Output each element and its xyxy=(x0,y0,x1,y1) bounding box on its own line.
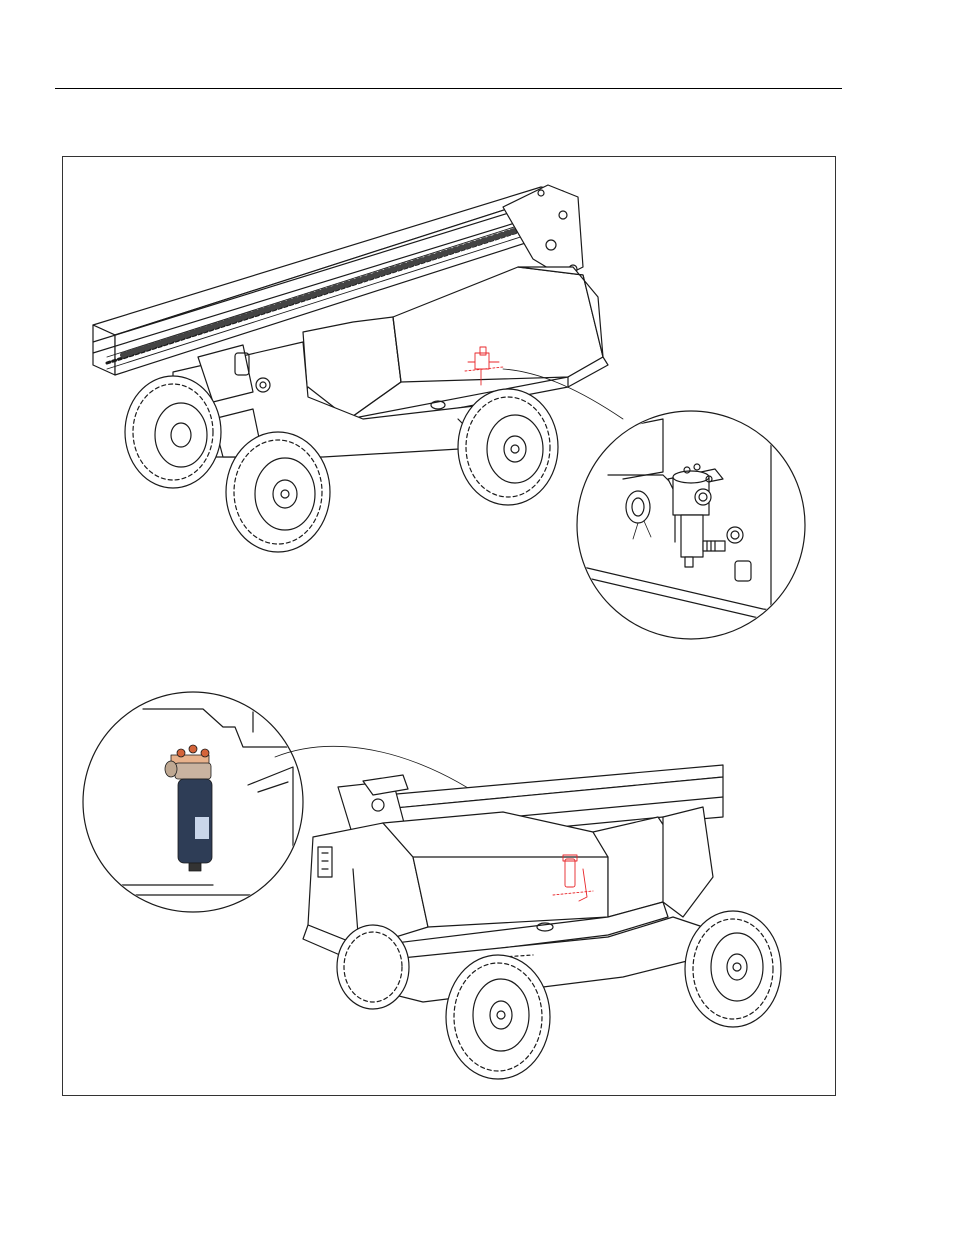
lower-wheel-front-right xyxy=(685,911,781,1027)
upper-callout xyxy=(577,411,823,639)
lower-wheel-rear xyxy=(337,925,409,1009)
header-rule xyxy=(55,88,842,89)
lower-callout xyxy=(83,692,303,912)
illustration xyxy=(63,157,835,1095)
upper-wheel-front-left xyxy=(226,432,330,552)
lower-machine xyxy=(303,765,781,1079)
lower-wheel-front-left xyxy=(446,955,550,1079)
upper-machine xyxy=(93,185,623,552)
upper-wheel-rear-left xyxy=(125,376,221,488)
upper-wheel-front-right xyxy=(458,389,558,505)
figure-frame xyxy=(62,156,836,1096)
